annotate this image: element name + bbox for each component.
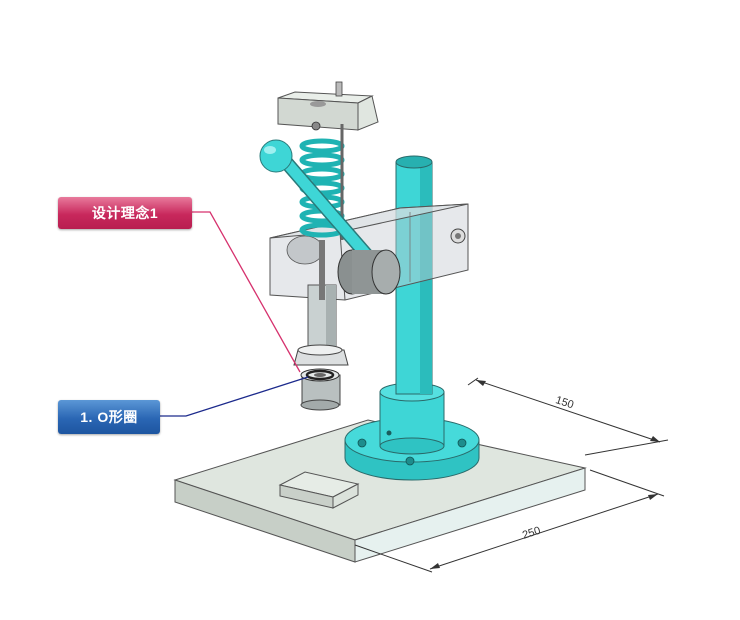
dimension-150 [467,377,669,456]
dimension-250-label: 250 [521,525,542,542]
base-plate [173,419,587,563]
small-block [278,471,360,509]
column-upper [395,155,433,395]
top-block [277,81,379,131]
column-flange [344,417,480,481]
leader-line-design [192,211,301,373]
design-concept-callout[interactable]: 设计理念1 [58,197,192,229]
leader-line-o-ring [160,376,309,417]
plunger-shaft [307,240,337,356]
o-ring-part [300,368,341,411]
design-concept-label: 设计理念1 [91,205,159,221]
nut [293,344,349,366]
pivot-hub [337,249,401,295]
dimension-250 [354,469,665,573]
o-ring-label: 1. O形圈 [80,409,138,425]
dimension-150-label: 150 [554,394,575,411]
o-ring-callout[interactable]: 1. O形圈 [58,400,160,434]
